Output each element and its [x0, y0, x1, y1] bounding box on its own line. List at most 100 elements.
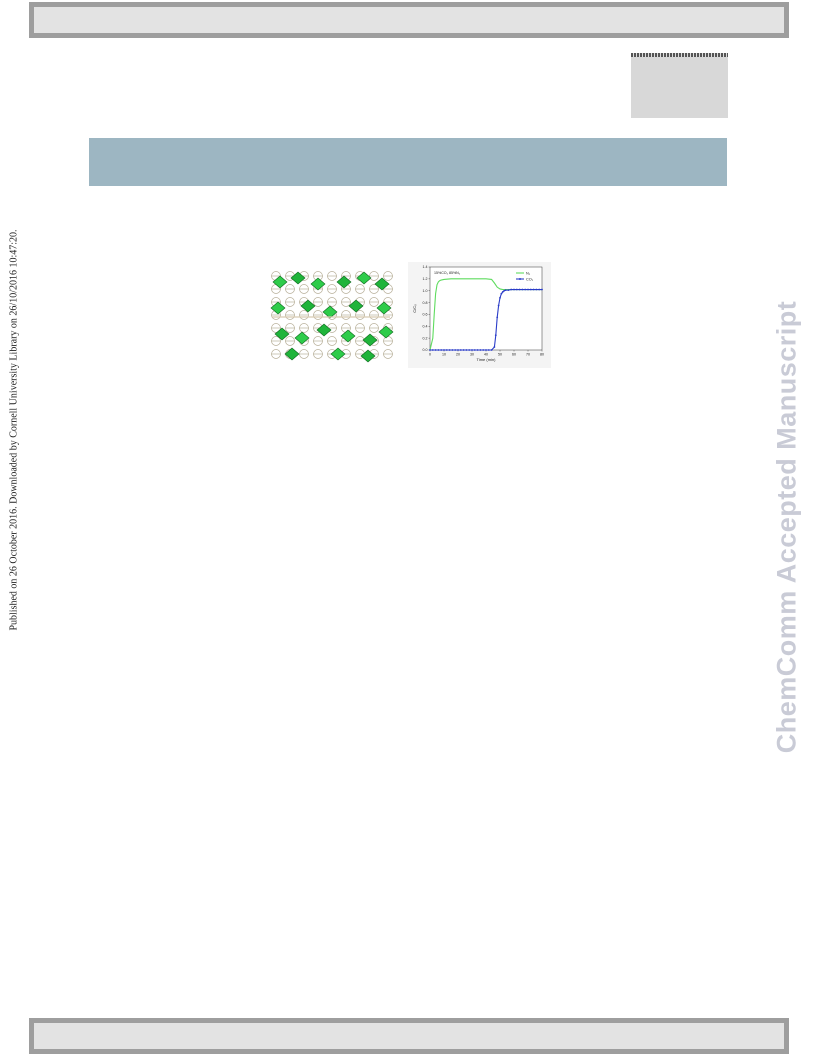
data-point	[485, 349, 487, 351]
polyhedron-mark	[290, 271, 306, 285]
journal-logo-placeholder	[631, 53, 728, 118]
legend-marker	[519, 278, 521, 280]
data-point	[445, 349, 448, 351]
polyhedron-mark	[376, 301, 392, 315]
data-point	[497, 304, 500, 307]
polyhedron-mark	[270, 301, 286, 315]
header-bar	[29, 2, 789, 38]
legend-label: CO₂	[526, 277, 534, 281]
polyhedron-mark	[378, 325, 394, 339]
y-tick-label: 1.0	[423, 289, 428, 293]
data-point	[454, 349, 457, 351]
data-point	[431, 349, 434, 351]
polyhedron-mark	[362, 333, 378, 347]
data-point	[434, 349, 437, 351]
data-point	[538, 288, 541, 291]
polyhedron-mark	[310, 277, 326, 291]
x-tick-label: 10	[442, 353, 446, 357]
data-point	[468, 349, 471, 351]
data-point	[429, 349, 431, 351]
polyhedron-mark	[274, 327, 290, 341]
watermark-text: ChemComm Accepted Manuscript	[771, 300, 802, 754]
legend-label: N₂	[526, 271, 531, 275]
x-tick-label: 70	[526, 353, 530, 357]
data-point	[440, 349, 443, 351]
x-tick-label: 20	[456, 353, 460, 357]
data-point	[496, 316, 499, 319]
polyhedron-mark	[356, 271, 372, 285]
data-point	[503, 289, 506, 292]
data-point	[476, 349, 479, 351]
data-point	[510, 288, 513, 291]
polyhedron-mark	[316, 323, 332, 337]
article-title-band	[89, 138, 727, 186]
x-tick-label: 40	[484, 353, 488, 357]
data-point	[504, 289, 507, 292]
data-point	[524, 288, 527, 291]
breakthrough-chart: 0 10 20 30 40 50 60 70 80 0.0 0.2 0.4 0.6 0.8 1.0 1.2 1.…	[408, 262, 551, 368]
polyhedron-mark	[284, 347, 300, 361]
polyhedron-mark	[294, 331, 310, 345]
polyhedron-mark	[348, 299, 364, 313]
y-tick-label: 0.8	[423, 301, 428, 305]
x-tick-label: 60	[512, 353, 516, 357]
publication-note-text: Published on 26 October 2016. Downloaded…	[8, 229, 20, 631]
data-point	[529, 288, 532, 291]
series-line-0	[429, 278, 542, 351]
data-point	[532, 288, 535, 291]
data-point	[515, 288, 518, 291]
polyhedron-mark	[322, 305, 338, 319]
data-point	[500, 292, 503, 295]
y-tick-label: 0.6	[423, 313, 428, 317]
data-point	[487, 349, 490, 351]
data-point	[507, 289, 510, 292]
y-axis-label: C/C₀	[412, 304, 417, 313]
data-point	[499, 296, 501, 299]
x-axis-label: Time (min)	[477, 357, 497, 362]
data-point	[535, 288, 538, 291]
data-point	[471, 349, 473, 351]
data-point	[494, 334, 497, 337]
data-point	[448, 349, 451, 351]
polyhedron-mark	[340, 329, 356, 343]
y-tick-label: 0.2	[423, 336, 428, 340]
polyhedron-mark	[330, 347, 346, 361]
data-point	[457, 349, 459, 351]
y-tick-label: 1.2	[423, 277, 428, 281]
crystal-structure-icon	[268, 268, 394, 363]
data-point	[473, 349, 476, 351]
x-tick-label: 80	[540, 353, 544, 357]
footer-bar	[29, 1018, 789, 1054]
data-point	[451, 349, 454, 351]
data-point	[541, 288, 543, 291]
polyhedron-mark	[272, 275, 288, 289]
data-point	[482, 349, 485, 351]
x-tick-label: 30	[470, 353, 474, 357]
data-point	[493, 346, 496, 348]
y-tick-label: 1.4	[423, 265, 428, 269]
data-point	[437, 349, 440, 351]
data-point	[501, 291, 504, 293]
data-point	[443, 349, 445, 351]
data-point	[465, 349, 468, 351]
data-point	[490, 349, 493, 351]
polyhedron-mark	[336, 275, 352, 289]
data-point	[462, 349, 465, 351]
y-tick-label: 0.0	[423, 348, 428, 352]
logo-text-strip	[631, 53, 728, 57]
polyhedron-mark	[360, 349, 376, 363]
x-tick-label: 0	[429, 353, 431, 357]
data-point	[518, 288, 521, 291]
polyhedron-mark	[374, 277, 390, 291]
data-point	[527, 288, 529, 291]
toc-graphic: 0 10 20 30 40 50 60 70 80 0.0 0.2 0.4 0.6 0.8 1.0 1.2 1.…	[268, 262, 551, 368]
polyhedron-mark	[300, 299, 316, 313]
data-point	[521, 288, 524, 291]
data-point	[479, 349, 482, 351]
data-point	[513, 288, 515, 291]
x-tick-label: 50	[498, 353, 502, 357]
data-point	[459, 349, 462, 351]
plot-area	[429, 266, 543, 351]
y-tick-label: 0.4	[423, 324, 428, 328]
chart-annotation: 15%CO₂ 85%N₂	[434, 271, 461, 275]
